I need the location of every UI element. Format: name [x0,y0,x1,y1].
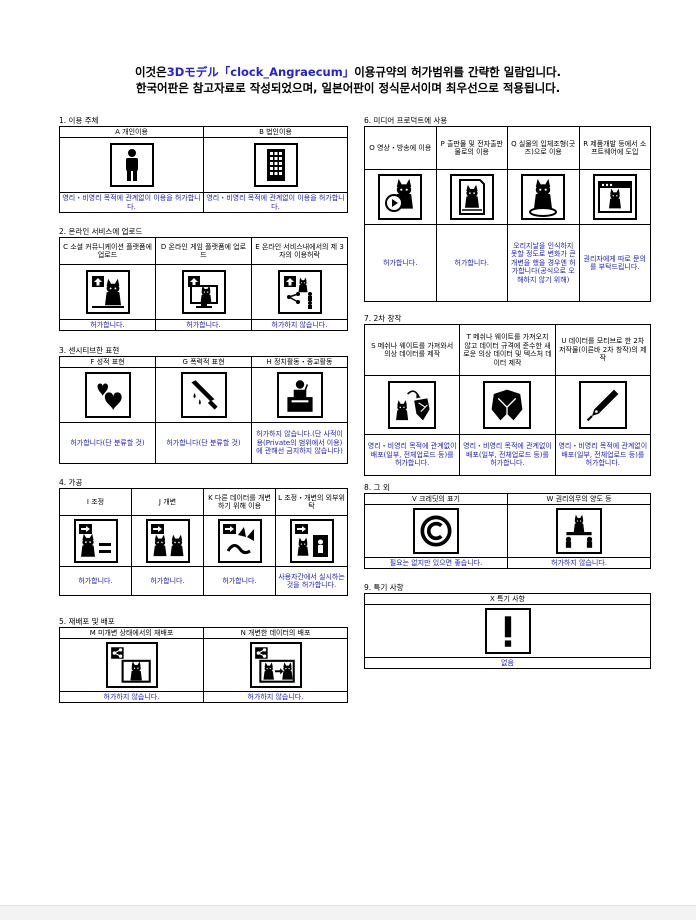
section-title: 2. 온라인 서비스에 업로드 [59,227,143,236]
note-s: 영리・비영리 목적에 관계없이 배포(일부, 전체업로드 등)를 허가합니다. [363,434,461,476]
section-redistribution: 5. 재배포 및 배포 M 미개변 상태에서의 재배포 N 개변한 데이터의 배… [59,617,348,703]
page-footer-bar [0,905,696,920]
person-icon [109,143,154,187]
note-r: 권리자에게 따로 문의를 부탁드립니다. [578,224,651,302]
section-usage-subject: 1. 이용 주체 A 개인이용 B 법인이용 영리・비영리 목적에 관계없이 이… [59,116,348,213]
note-g: 허가합니다(단 분류할 것) [155,422,252,464]
exclamation-icon [484,608,531,654]
note-m: 허가하지 않습니다. [59,691,204,703]
publication-cat-icon [449,174,494,220]
col-header-o: O 영상・방송에 이용 [364,126,437,170]
distribute-modified-icon [249,642,302,688]
header: 이것은3Dモデル「clock_Angraecum」이용규약의 허가범위를 간략한… [0,64,696,96]
section-media-product: 6. 미디어 프로덕트에 사용 O 영상・방송에 이용 P 출판물 및 전자출판… [364,116,651,302]
note-o: 허가합니다. [364,224,437,302]
col-header-a: A 개인이용 [59,126,204,138]
col-header-g: G 폭력적 표현 [155,356,252,368]
col-header-j: J 개변 [131,488,204,516]
note-t: 영리・비영리 목적에 관계없이 배포(일부, 전체업로드 등)를 허가합니다. [459,434,556,476]
note-f: 허가합니다(단 분류할 것) [59,422,156,464]
section-online-upload: 2. 온라인 서비스에 업로드 C 소셜 커뮤니케이션 플랫폼에 업로드 D 온… [59,227,348,331]
podium-speaker-icon [276,372,323,418]
note-c: 허가합니다. [59,319,156,331]
col-header-s: S 메쉬나 웨이트를 가져와서 의상 데이터를 제작 [363,324,461,376]
col-header-i: I 조정 [59,488,132,516]
section-sensitive-expression: 3. 센시티브한 표현 F 성적 표현 G 폭력적 표현 H 정치활동・종교활동… [59,346,348,464]
figure-cat-icon [521,174,566,220]
note-u: 영리・비영리 목적에 관계없이 배포(일부, 전체업로드 등)를 허가합니다. [554,434,652,476]
section-derivative-works: 7. 2차 창작 S 메쉬나 웨이트를 가져와서 의상 데이터를 제작 T 메쉬… [363,314,652,476]
col-header-r: R 제품개발 등에서 소프트웨어에 도입 [578,126,651,170]
section-other: 8. 그 외 V 크레딧의 표기 W 권리의무의 양도 등 필요는 없지만 있으… [364,483,651,569]
header-line1-pre: 이것은 [134,65,167,79]
adjust-cat-icon [73,519,118,563]
cat-parts-icon [217,519,262,563]
knife-blood-icon [180,372,227,418]
col-header-w: W 권리의무의 양도 등 [507,493,651,505]
upload-cat-icon [85,270,130,314]
col-header-m: M 미개변 상태에서의 재배포 [59,627,204,639]
hearts-icon [84,372,131,418]
mesh-dress-icon [388,381,437,429]
col-header-n: N 개변한 데이터의 배포 [203,627,348,639]
note-n: 허가하지 않습니다. [203,691,348,703]
modify-cats-icon [145,519,190,563]
note-b: 영리・비영리 목적에 관계없이 이용을 허가합니다. [203,192,348,213]
note-k: 허가합니다. [203,566,276,596]
col-header-p: P 출판물 및 전자출판물로의 이용 [435,126,508,170]
redistribute-icon [105,642,158,688]
col-header-c: C 소셜 커뮤니케이션 플랫폼에 업로드 [59,237,156,265]
outsource-icon [289,519,334,563]
transfer-rights-icon [556,508,602,554]
col-header-b: B 법인이용 [203,126,348,138]
header-line-2: 한국어판은 참고자료로 작성되었으며, 일본어판이 정식문서이며 최우선으로 적… [135,81,561,95]
note-q: 오리지날을 인식하지 못할 정도로 변화가 큰 개변을 했을 경우엔 허가합니다… [507,224,580,302]
col-header-h: H 정치활동・종교활동 [251,356,348,368]
note-d: 허가합니다. [155,319,252,331]
col-header-t: T 메쉬나 웨이트를 가져오지 않고 데이터 규격에 준수한 새로운 의상 데이… [459,324,556,376]
note-v: 필요는 없지만 있으면 좋습니다. [364,557,508,569]
col-header-u: U 데이터를 모티브로 한 2차 저작물(이른바 2차 창작)의 제작 [554,324,652,376]
section-title: 3. 센시티브한 표현 [59,346,120,355]
note-x: 없음 [364,657,651,669]
building-icon [253,143,298,187]
section-special-notes: 9. 특기 사항 X 특기 사항 없음 [364,583,651,669]
note-p: 허가합니다. [435,224,508,302]
section-title: 7. 2차 창작 [364,314,402,323]
software-cat-icon [592,174,637,220]
pen-nib-icon [578,381,627,429]
col-header-v: V 크레딧의 표기 [364,493,508,505]
share-cat-people-icon [277,270,322,314]
note-l: 사용자간에서 실시하는 것을 허가합니다. [275,566,348,596]
note-w: 허가하지 않습니다. [507,557,651,569]
col-header-d: D 온라인 게임 플랫폼에 업로드 [155,237,252,265]
col-header-l: L 조정・개변의 외부위탁 [275,488,348,516]
header-line-1: 이것은3Dモデル「clock_Angraecum」이용규약의 허가범위를 간략한… [0,64,696,80]
col-header-q: Q 실물의 입체조형(굿즈)으로 이용 [507,126,580,170]
col-header-x: X 특기 사항 [364,593,651,605]
note-e: 허가하지 않습니다. [251,319,348,331]
section-title: 6. 미디어 프로덕트에 사용 [364,116,448,125]
note-a: 영리・비영리 목적에 관계없이 이용을 허가합니다. [59,192,204,213]
new-dress-icon [483,381,532,429]
section-title: 5. 재배포 및 배포 [59,617,115,626]
section-title: 8. 그 외 [364,483,390,492]
section-title: 9. 특기 사항 [364,583,404,592]
game-monitor-cat-icon [181,270,226,314]
col-header-f: F 성적 표현 [59,356,156,368]
video-cat-icon [378,174,423,220]
note-j: 허가합니다. [131,566,204,596]
col-header-k: K 다른 데이터를 개변하기 위해 이용 [203,488,276,516]
col-header-e: E 온라인 서비스내에서의 제 3자의 이용허락 [251,237,348,265]
header-line1-post: 이용규약의 허가범위를 간략한 일람입니다. [354,65,562,79]
section-title: 4. 가공 [59,478,83,487]
section-processing: 4. 가공 I 조정 J 개변 K 다른 데이터를 개변하기 위해 이용 L 조… [59,478,348,596]
note-h: 허가하지 않습니다.(단 사적이용(Private의 범위에서 이용)에 관해선… [251,422,348,464]
copyright-icon [413,508,459,554]
note-i: 허가합니다. [59,566,132,596]
section-title: 1. 이용 주체 [59,116,99,125]
model-name: 3Dモデル「clock_Angraecum」 [166,65,355,79]
